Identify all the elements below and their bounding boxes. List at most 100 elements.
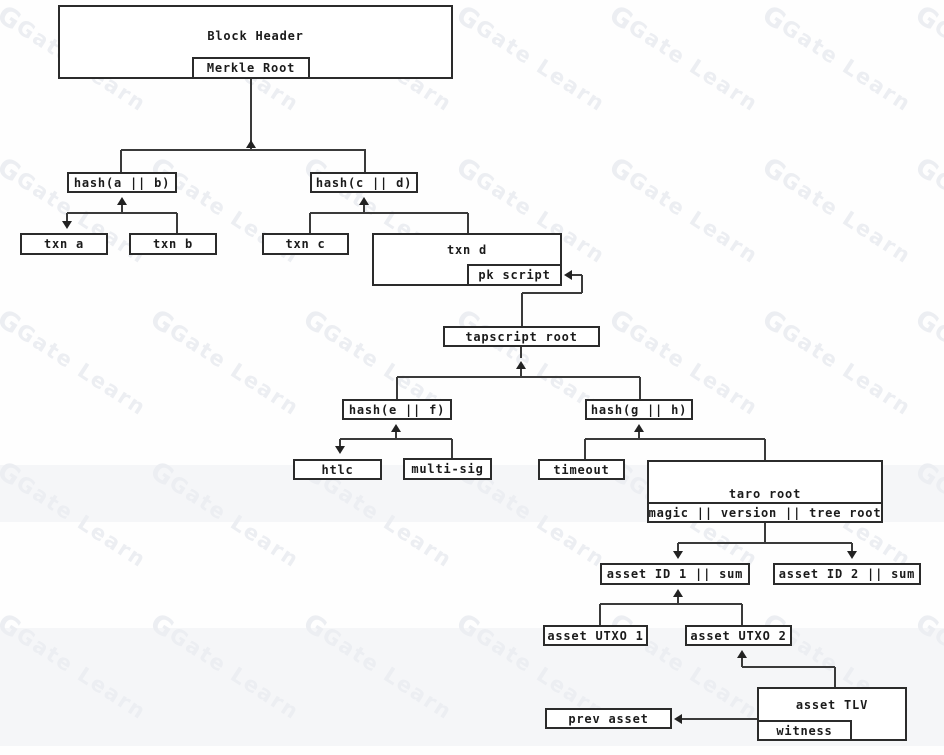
connector-line	[364, 150, 366, 172]
node-hash-e-f: hash(e || f)	[342, 399, 452, 420]
connector-line	[741, 604, 743, 625]
arrowhead-down-icon	[62, 221, 72, 229]
node-label-tapscript-root: tapscript root	[465, 329, 578, 344]
node-label-timeout: timeout	[553, 462, 610, 477]
node-pk-script: pk script	[467, 264, 562, 286]
connector-line	[677, 597, 679, 604]
node-asset-utxo-1: asset UTXO 1	[543, 625, 648, 646]
watermark-text: Gate Learn	[12, 318, 151, 421]
arrowhead-up-icon	[673, 589, 683, 597]
node-timeout: timeout	[538, 459, 625, 480]
connector-line	[678, 542, 852, 544]
watermark-text: Gate Learn	[624, 166, 763, 269]
node-tapscript-root: tapscript root	[443, 326, 600, 347]
node-label-htlc: htlc	[321, 462, 354, 477]
watermark-gate-learn: GGate Learn	[145, 304, 306, 423]
connector-line	[764, 523, 766, 543]
node-asset-id-2-sum: asset ID 2 || sum	[773, 563, 921, 585]
watermark-gate-learn: GGate Learn	[910, 152, 944, 271]
connector-line	[250, 79, 252, 150]
node-label-merkle-root: Merkle Root	[206, 61, 296, 75]
connector-line	[584, 439, 586, 459]
watermark-gate-learn: GGate Learn	[757, 304, 918, 423]
node-hash-g-h: hash(g || h)	[585, 399, 693, 420]
connector-line	[363, 205, 365, 213]
connector-line	[599, 604, 601, 625]
node-hash-c-d: hash(c || d)	[310, 172, 418, 193]
connector-line	[120, 150, 122, 172]
connector-line	[638, 432, 640, 439]
connector-line	[851, 543, 853, 551]
connector-line	[309, 213, 311, 233]
node-label-multi-sig: multi-sig	[411, 462, 484, 476]
connector-line	[66, 213, 68, 221]
connector-line	[176, 213, 178, 233]
connector-line	[121, 205, 123, 213]
connector-line	[682, 718, 757, 720]
node-label-asset-utxo-2: asset UTXO 2	[690, 628, 787, 643]
node-prev-asset: prev asset	[545, 708, 672, 729]
connector-line	[395, 432, 397, 439]
connector-line	[520, 369, 522, 377]
node-label-hash-a-b: hash(a || b)	[73, 175, 171, 190]
connector-line	[741, 658, 743, 667]
node-label-txn-c: txn c	[285, 237, 326, 251]
connector-line	[521, 293, 523, 326]
node-label-txn-d: txn d	[446, 243, 488, 257]
watermark-text: Gate Learn	[624, 14, 763, 117]
watermark-gate-learn: GGate Learn	[910, 0, 944, 119]
connector-line	[520, 346, 522, 358]
node-label-asset-utxo-1: asset UTXO 1	[547, 628, 644, 643]
connector-line	[121, 149, 366, 151]
node-label-txn-b: txn b	[152, 237, 194, 251]
connector-line	[522, 292, 582, 294]
connector-line	[451, 439, 453, 458]
connector-line	[467, 213, 469, 233]
node-label-hash-g-h: hash(g || h)	[590, 402, 688, 417]
node-label-taro-magic-row: magic || version || tree root	[648, 505, 882, 520]
watermark-gate-learn: GGate Learn	[451, 0, 612, 119]
arrowhead-down-icon	[673, 551, 683, 559]
watermark-gate-learn: GGate Learn	[604, 0, 765, 119]
node-label-prev-asset: prev asset	[568, 711, 649, 726]
node-label-witness: witness	[776, 723, 833, 738]
node-label-asset-id-1-sum: asset ID 1 || sum	[606, 567, 744, 581]
node-label-block-header: Block Header	[207, 29, 304, 43]
connector-line	[677, 543, 679, 551]
watermark-gate-learn: GGate Learn	[910, 304, 944, 423]
connector-line	[396, 377, 398, 399]
watermark-gate-learn: GGate Learn	[0, 304, 153, 423]
node-txn-a: txn a	[20, 233, 108, 255]
connector-line	[397, 376, 640, 378]
watermark-gate-learn: GGate Learn	[757, 0, 918, 119]
watermark-gate-learn: GGate Learn	[757, 152, 918, 271]
connector-line	[834, 667, 836, 687]
connector-line	[67, 212, 177, 214]
node-txn-b: txn b	[129, 233, 217, 255]
node-label-hash-c-d: hash(c || d)	[315, 175, 413, 190]
node-txn-c: txn c	[262, 233, 349, 255]
arrowhead-up-icon	[737, 650, 747, 658]
watermark-text: Gate Learn	[777, 166, 916, 269]
arrowhead-up-icon	[246, 140, 256, 148]
watermark-text: Gate Learn	[165, 318, 304, 421]
arrowhead-up-icon	[359, 197, 369, 205]
connector-line	[742, 666, 835, 668]
arrowhead-up-icon	[391, 424, 401, 432]
node-asset-id-1-sum: asset ID 1 || sum	[600, 563, 750, 585]
node-label-asset-tlv: asset TLV	[795, 698, 869, 712]
node-label-pk-script: pk script	[478, 268, 551, 282]
node-multi-sig: multi-sig	[403, 458, 492, 480]
node-hash-a-b: hash(a || b)	[67, 172, 177, 193]
node-htlc: htlc	[293, 459, 382, 480]
node-asset-utxo-2: asset UTXO 2	[685, 625, 792, 646]
watermark-gate-learn: GGate Learn	[604, 152, 765, 271]
arrowhead-up-icon	[516, 361, 526, 369]
connector-line	[310, 212, 468, 214]
node-label-taro-root: taro root	[728, 487, 802, 501]
node-label-hash-e-f: hash(e || f)	[348, 402, 446, 417]
connector-line	[572, 274, 582, 276]
connector-line	[581, 275, 583, 293]
arrowhead-left-icon	[564, 270, 572, 280]
